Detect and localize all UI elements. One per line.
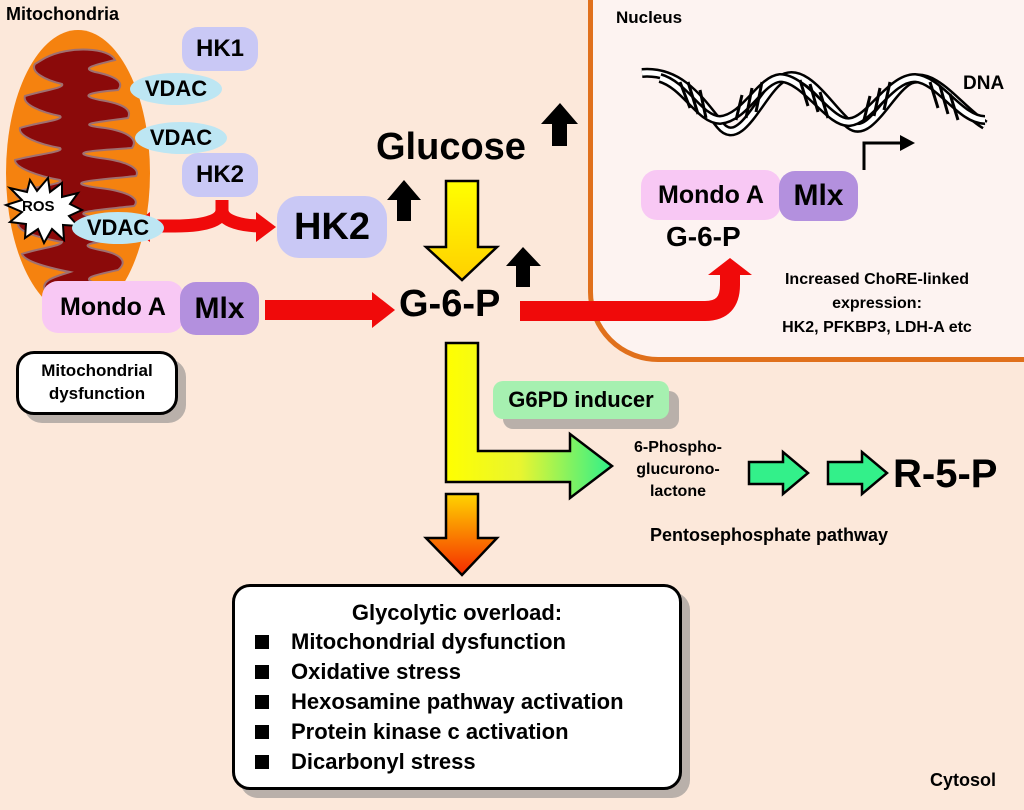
mito-dysfunction-line-2: dysfunction <box>48 384 146 403</box>
phosphoglucono-line-2: glucurono- <box>636 461 720 478</box>
list-item-text: Protein kinase c activation <box>291 719 569 744</box>
vdac-channel-3: VDAC <box>72 212 164 244</box>
pentose-pathway-label: Pentosephosphate pathway <box>650 525 889 545</box>
phosphoglucono-line-1: 6-Phospho- <box>634 439 722 456</box>
nucleus-label: Nucleus <box>616 8 683 27</box>
dna-helix <box>641 67 988 137</box>
cytosol-label: Cytosol <box>930 770 997 790</box>
list-item-text: Hexosamine pathway activation <box>291 689 624 714</box>
hk2-protein-small: HK2 <box>182 153 258 197</box>
hk1-protein: HK1 <box>182 27 258 71</box>
bullet-icon <box>255 635 269 649</box>
glucose-label: Glucose <box>376 126 526 168</box>
mitochondrion <box>6 30 150 316</box>
mitochondrial-dysfunction-box: Mitochondrial dysfunction <box>16 351 178 415</box>
chore-line-1: Increased ChoRE-linked <box>784 271 970 288</box>
bullet-icon <box>255 725 269 739</box>
glucose-to-g6p-arrow <box>422 179 501 282</box>
ros-label: ROS <box>22 198 55 215</box>
pentose-step-arrow-2 <box>826 449 889 497</box>
phosphoglucono-line-3: lactone <box>649 483 706 500</box>
mito-dysfunction-line-1: Mitochondrial <box>41 361 153 380</box>
list-item-text: Mitochondrial dysfunction <box>291 629 566 654</box>
vdac-channel-1: VDAC <box>130 73 222 105</box>
pentose-step-arrow-1 <box>747 449 810 497</box>
g6p-to-nucleus-arrow <box>520 258 752 321</box>
mlx-to-g6p-arrow <box>265 292 395 328</box>
hk2-increase-arrow-icon <box>387 180 421 221</box>
list-item: Dicarbonyl stress <box>255 747 679 777</box>
glycolytic-overload-title: Glycolytic overload: <box>351 600 563 625</box>
dna-label: DNA <box>963 73 1005 94</box>
transcription-start-arrow-icon <box>862 135 915 170</box>
glycolytic-overload-box: Glycolytic overload: Mitochondrial dysfu… <box>232 584 682 790</box>
mondo-a-nucleus-protein: Mondo A <box>641 170 781 220</box>
glucose-increase-arrow-icon <box>541 103 578 146</box>
g6pd-inducer-box: G6PD inducer <box>493 381 669 419</box>
hk2-protein-large: HK2 <box>277 196 387 258</box>
list-item: Protein kinase c activation <box>255 717 679 747</box>
list-item: Mitochondrial dysfunction <box>255 627 679 657</box>
g6p-increase-arrow-icon <box>506 247 541 287</box>
mitochondria-label: Mitochondria <box>6 4 119 24</box>
chore-line-2: expression: <box>832 295 922 312</box>
g6p-to-pentose-arrow <box>444 341 615 501</box>
chore-line-3: HK2, PFKBP3, LDH-A etc <box>782 319 972 336</box>
mlx-nucleus-protein: Mlx <box>779 171 858 221</box>
list-item-text: Dicarbonyl stress <box>291 749 476 774</box>
list-item: Oxidative stress <box>255 657 679 687</box>
list-item-text: Oxidative stress <box>291 659 461 684</box>
chore-expression-text: Increased ChoRE-linked expression: HK2, … <box>752 268 1002 340</box>
mlx-protein: Mlx <box>180 282 259 335</box>
g6p-label: G-6-P <box>399 283 501 325</box>
phosphoglucono-lactone-label: 6-Phospho- glucurono- lactone <box>620 437 736 503</box>
g6p-nucleus-label: G-6-P <box>666 221 741 252</box>
bullet-icon <box>255 665 269 679</box>
mondo-a-protein: Mondo A <box>42 281 184 333</box>
r5p-label: R-5-P <box>893 452 998 496</box>
g6p-to-glycolysis-arrow <box>423 492 500 577</box>
vdac-channel-2: VDAC <box>135 122 227 154</box>
bullet-icon <box>255 695 269 709</box>
list-item: Hexosamine pathway activation <box>255 687 679 717</box>
ros-starburst <box>3 175 85 246</box>
bullet-icon <box>255 755 269 769</box>
